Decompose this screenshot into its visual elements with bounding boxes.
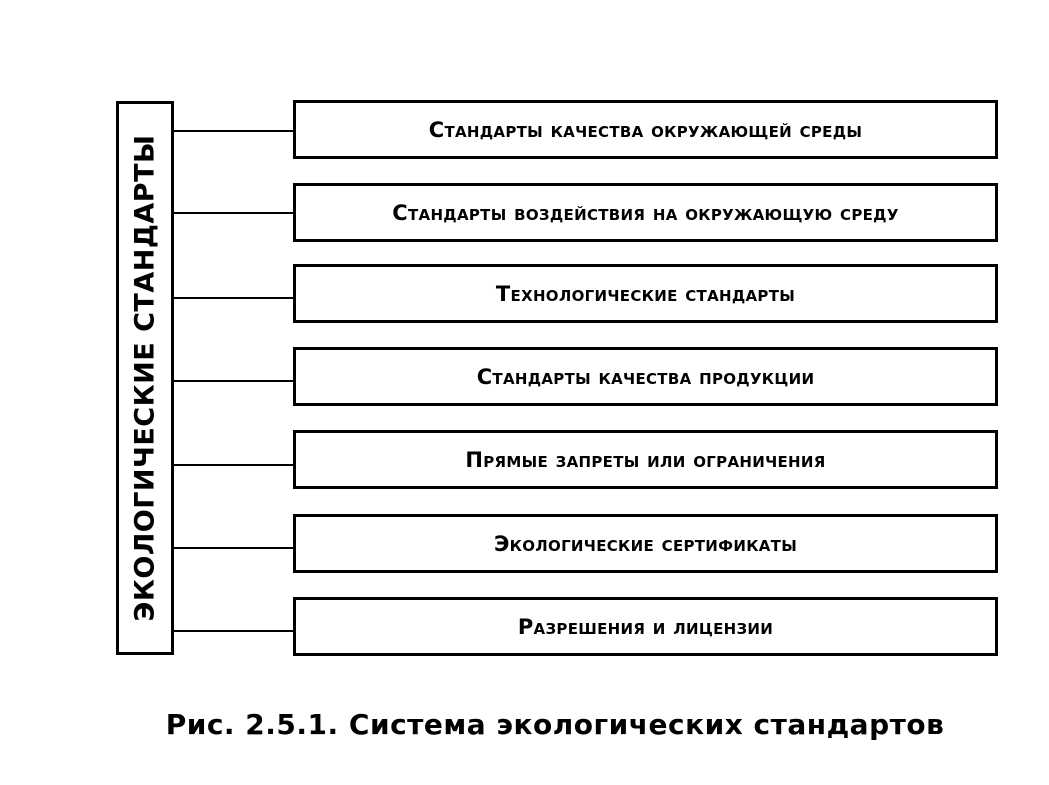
connector-line [174,212,294,214]
child-node: Технологические стандарты [293,264,998,323]
child-node-label: Стандарты качества продукции [476,364,815,389]
child-node-label: Стандарты качества окружающей среды [428,117,863,142]
connector-line [174,464,294,466]
connector-line [174,630,294,632]
connector-line [174,297,294,299]
child-node-label: Стандарты воздействия на окружающую сред… [392,200,899,225]
child-node-label: Технологические стандарты [495,281,796,306]
root-node: ЭКОЛОГИЧЕСКИЕ СТАНДАРТЫ [116,101,174,655]
connector-line [174,547,294,549]
connector-line [174,380,294,382]
child-node: Экологические сертификаты [293,514,998,573]
child-node-label: Прямые запреты или ограничения [465,447,826,472]
child-node: Стандарты воздействия на окружающую сред… [293,183,998,242]
child-node: Стандарты качества окружающей среды [293,100,998,159]
child-node-label: Разрешения и лицензии [517,614,774,639]
child-node: Прямые запреты или ограничения [293,430,998,489]
child-node: Стандарты качества продукции [293,347,998,406]
child-node: Разрешения и лицензии [293,597,998,656]
connector-line [174,130,294,132]
child-node-label: Экологические сертификаты [493,531,798,556]
figure-caption: Рис. 2.5.1. Система экологических станда… [165,708,945,741]
root-node-label: ЭКОЛОГИЧЕСКИЕ СТАНДАРТЫ [129,134,161,622]
